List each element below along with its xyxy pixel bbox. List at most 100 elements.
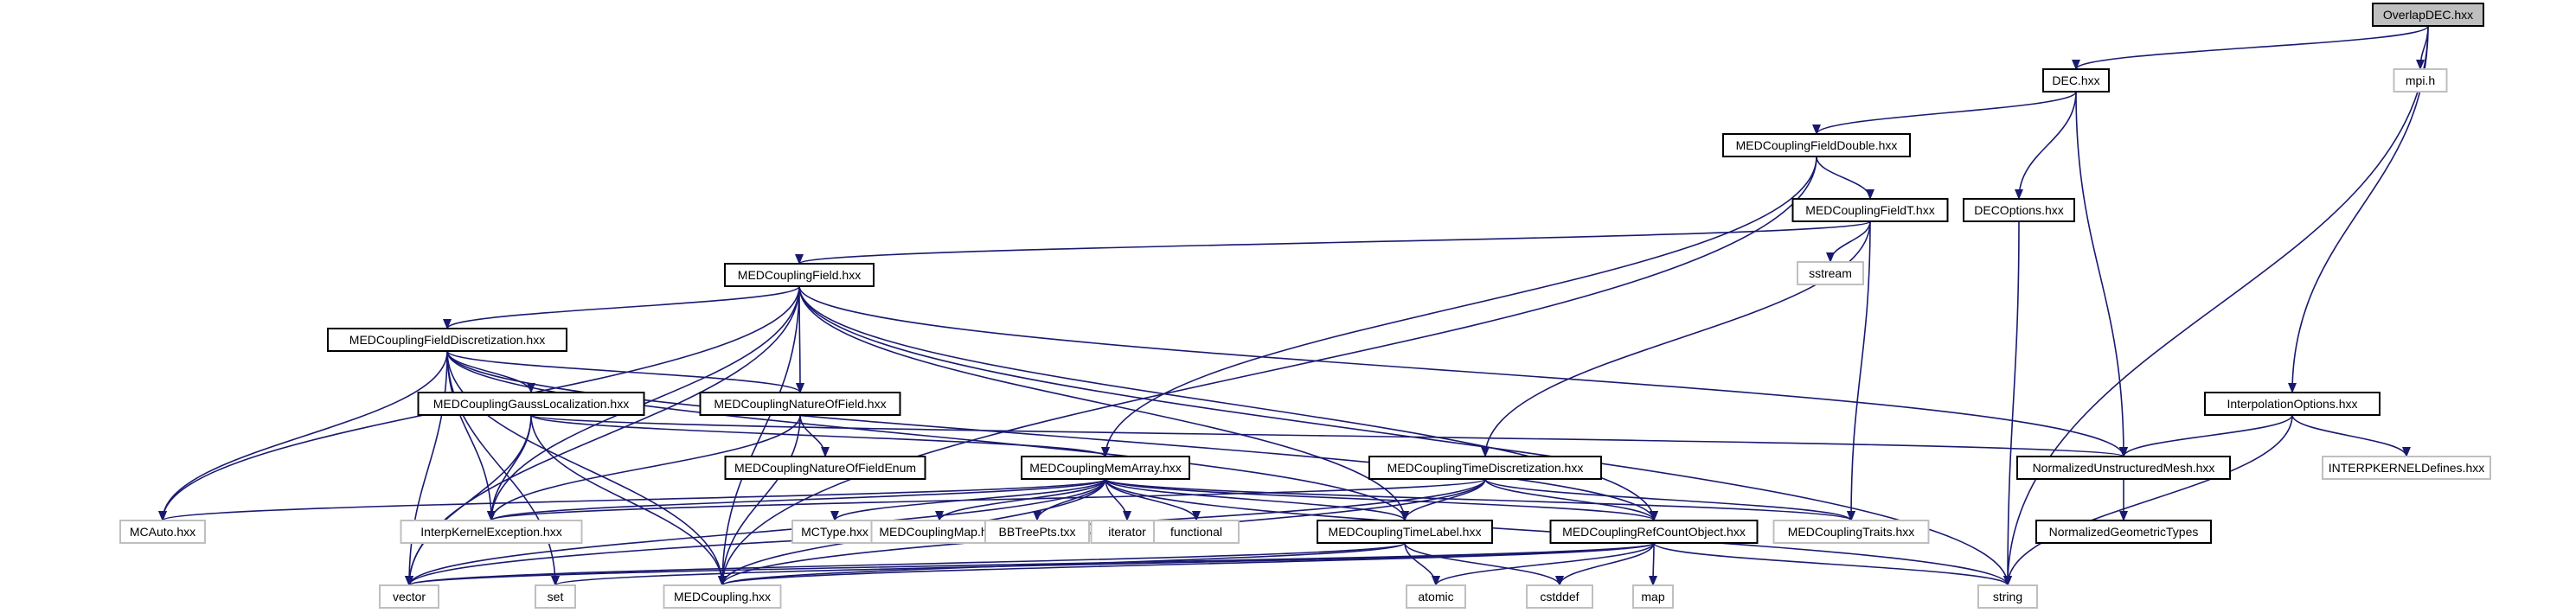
graph-edge-gaussloc-to-normmesh: [530, 414, 2128, 457]
node-label: DEC.hxx: [2052, 73, 2099, 87]
graph-edge: [405, 414, 532, 586]
graph-node-fieldt[interactable]: MEDCouplingFieldT.hxx: [1791, 198, 1949, 222]
graph-edge: [1812, 91, 2077, 135]
graph-edge-field-to-fielddisc: [443, 285, 800, 329]
graph-node-overlapdec[interactable]: OverlapDEC.hxx: [2372, 3, 2484, 27]
graph-node-timedisc[interactable]: MEDCouplingTimeDiscretization.hxx: [1368, 456, 1602, 480]
graph-edge-fielddisc-to-vector: [405, 350, 448, 586]
graph-node-traits: MEDCouplingTraits.hxx: [1772, 520, 1930, 544]
graph-edge: [798, 285, 2012, 586]
graph-edge: [1101, 156, 1817, 457]
node-box: [535, 584, 576, 609]
node-label: sstream: [1809, 266, 1852, 280]
graph-edge-interpopts-to-interpdefines: [2291, 414, 2411, 457]
node-box: [417, 392, 645, 416]
graph-edge: [1484, 478, 1855, 521]
graph-edge: [2075, 91, 2128, 457]
graph-edge-refcount-to-string: [1653, 542, 2012, 586]
graph-node-gaussloc[interactable]: MEDCouplingGaussLocalization.hxx: [417, 392, 645, 416]
graph-node-normgeom[interactable]: NormalizedGeometricTypes: [2035, 520, 2212, 544]
graph-node-refcount[interactable]: MEDCouplingRefCountObject.hxx: [1549, 520, 1759, 544]
graph-edge-fielddouble-to-fieldt: [1816, 156, 1874, 200]
node-box: [2035, 520, 2212, 544]
node-label: NormalizedUnstructuredMesh.hxx: [2033, 461, 2215, 475]
node-box: [1791, 198, 1949, 222]
graph-node-map: map: [1632, 584, 1674, 609]
graph-node-medcoupling: MEDCoupling.hxx: [663, 584, 782, 609]
graph-node-field[interactable]: MEDCouplingField.hxx: [724, 263, 875, 287]
graph-edge: [530, 414, 2128, 457]
graph-edge: [718, 414, 801, 586]
graph-node-timelabel[interactable]: MEDCouplingTimeLabel.hxx: [1317, 520, 1493, 544]
graph-node-dec[interactable]: DEC.hxx: [2042, 68, 2110, 93]
graph-edge-memarray-to-iterator: [1105, 478, 1131, 521]
graph-node-memarray[interactable]: MEDCouplingMemArray.hxx: [1021, 456, 1190, 480]
graph-edge: [795, 220, 1871, 265]
node-label: MCType.hxx: [801, 525, 868, 539]
node-box: [327, 328, 567, 352]
graph-edge-refcount-to-map: [1649, 542, 1658, 586]
node-box: [791, 520, 878, 544]
graph-edge-gaussloc-to-memarray: [530, 414, 1110, 457]
node-label: MEDCouplingTimeDiscretization.hxx: [1387, 461, 1584, 475]
node-box: [724, 263, 875, 287]
node-box: [1153, 520, 1240, 544]
node-label: string: [1993, 590, 2022, 603]
graph-edge-natureoffield-to-natureenum: [799, 414, 830, 457]
graph-node-natureenum[interactable]: MEDCouplingNatureOfFieldEnum: [724, 456, 926, 480]
graph-edge: [718, 542, 1655, 586]
graph-node-cstddef: cstddef: [1526, 584, 1593, 609]
graph-edge: [2291, 414, 2411, 457]
node-box: [2372, 3, 2484, 27]
node-label: iterator: [1108, 525, 1146, 539]
graph-edge-refcount-to-atomic: [1432, 542, 1655, 586]
node-label: MEDCouplingNatureOfFieldEnum: [734, 461, 916, 475]
graph-edge: [1816, 156, 1874, 200]
graph-edge-field-to-string: [798, 285, 2012, 586]
node-box: [2042, 68, 2110, 93]
graph-edge: [1105, 478, 1131, 521]
graph-edge: [487, 478, 1106, 521]
graph-edge-fieldt-to-timedisc: [1481, 220, 1871, 457]
graph-node-vector: vector: [379, 584, 439, 609]
graph-edge: [158, 350, 448, 521]
node-box: [1549, 520, 1759, 544]
graph-edge-fielddisc-to-medcoupling: [446, 350, 727, 586]
node-box: [1977, 584, 2038, 609]
graph-edge-memarray-to-traits: [1105, 478, 1855, 521]
graph-node-interpopts[interactable]: InterpolationOptions.hxx: [2204, 392, 2381, 416]
graph-edge-overlapdec-to-string: [2003, 25, 2429, 586]
node-box: [379, 584, 439, 609]
graph-edge: [443, 285, 800, 329]
graph-node-fielddouble[interactable]: MEDCouplingFieldDouble.hxx: [1722, 133, 1911, 157]
graph-edge-dec-to-fielddouble: [1812, 91, 2077, 135]
node-label: MEDCouplingNatureOfField.hxx: [714, 397, 886, 411]
node-box: [1797, 261, 1864, 285]
node-label: MEDCouplingMemArray.hxx: [1029, 461, 1182, 475]
node-label: atomic: [1418, 590, 1453, 603]
graph-edge: [1105, 478, 1409, 521]
graph-edge-memarray-to-refcount: [1105, 478, 1658, 521]
graph-node-fielddisc[interactable]: MEDCouplingFieldDiscretization.hxx: [327, 328, 567, 352]
graph-edge: [1653, 542, 2012, 586]
graph-edge: [718, 156, 1817, 586]
graph-node-functional: functional: [1153, 520, 1240, 544]
node-label: MEDCouplingGaussLocalization.hxx: [433, 397, 629, 411]
graph-node-decoptions[interactable]: DECOptions.hxx: [1963, 198, 2075, 222]
graph-edge: [1432, 542, 1655, 586]
graph-edge-fielddisc-to-set: [446, 350, 560, 586]
node-box: [400, 520, 583, 544]
graph-edge: [718, 285, 800, 586]
graph-edge-memarray-to-mcauto: [158, 478, 1106, 521]
graph-edge: [2119, 414, 2293, 457]
graph-edge: [530, 414, 1110, 457]
node-box: [1021, 456, 1190, 480]
node-box: [1526, 584, 1593, 609]
graph-edge: [1649, 542, 1658, 586]
graph-node-normmesh[interactable]: NormalizedUnstructuredMesh.hxx: [2016, 456, 2231, 480]
node-label: mpi.h: [2406, 73, 2435, 87]
node-box: [1963, 198, 2075, 222]
node-box: [1722, 133, 1911, 157]
graph-edge-refcount-to-set: [551, 542, 1655, 586]
graph-node-natureoffield[interactable]: MEDCouplingNatureOfField.hxx: [699, 392, 901, 416]
